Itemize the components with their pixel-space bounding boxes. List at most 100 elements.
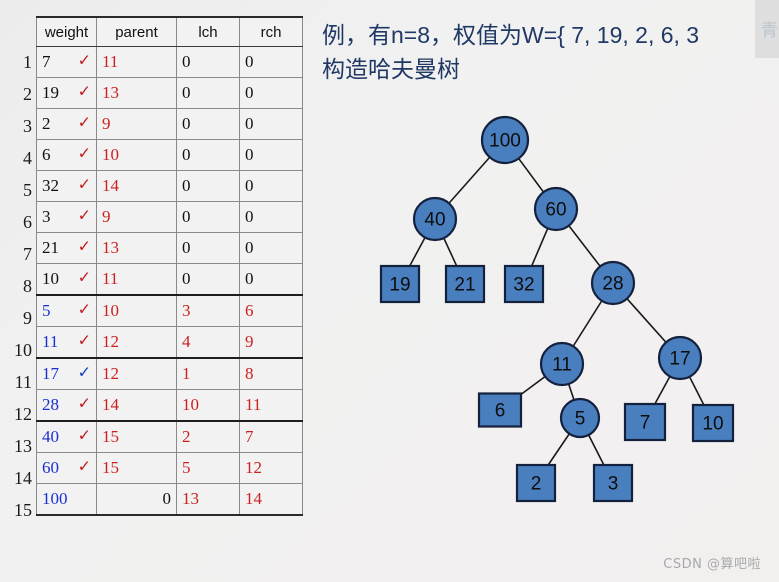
lch-value: 10 bbox=[182, 395, 199, 414]
cell-lch[interactable]: 4 bbox=[176, 326, 240, 359]
tree-node-label: 10 bbox=[702, 414, 723, 435]
cell-lch[interactable]: 3 bbox=[176, 294, 240, 327]
cell-weight[interactable]: 17✓ bbox=[36, 357, 97, 390]
tree-node[interactable]: 60 bbox=[533, 186, 579, 232]
cell-rch[interactable]: 7 bbox=[239, 420, 303, 453]
cell-parent[interactable]: 9 bbox=[96, 201, 177, 233]
cell-weight[interactable]: 5✓ bbox=[36, 294, 97, 327]
cell-parent[interactable]: 0 bbox=[96, 483, 177, 516]
cell-lch[interactable]: 1 bbox=[176, 357, 240, 390]
cell-lch[interactable]: 0 bbox=[176, 77, 240, 109]
cell-rch[interactable]: 0 bbox=[239, 170, 303, 202]
tree-node[interactable]: 3 bbox=[592, 463, 634, 503]
tree-node[interactable]: 32 bbox=[503, 264, 545, 304]
cell-parent[interactable]: 15 bbox=[96, 420, 177, 453]
cell-parent[interactable]: 14 bbox=[96, 389, 177, 422]
cell-parent[interactable]: 13 bbox=[96, 232, 177, 264]
cell-rch[interactable]: 0 bbox=[239, 108, 303, 140]
table-row[interactable]: 28✓14 10 11 bbox=[36, 389, 303, 422]
row-number: 4 bbox=[23, 148, 32, 168]
cell-parent[interactable]: 9 bbox=[96, 108, 177, 140]
tree-node-label: 2 bbox=[531, 474, 542, 495]
tree-node[interactable]: 21 bbox=[444, 264, 486, 304]
tree-node[interactable]: 7 bbox=[623, 402, 667, 442]
cell-weight[interactable]: 2✓ bbox=[36, 108, 97, 140]
cell-weight[interactable]: 100 bbox=[36, 483, 97, 516]
cell-lch[interactable]: 0 bbox=[176, 201, 240, 233]
cell-lch[interactable]: 2 bbox=[176, 420, 240, 453]
cell-lch[interactable]: 0 bbox=[176, 170, 240, 202]
tree-node[interactable]: 19 bbox=[379, 264, 421, 304]
rch-value: 0 bbox=[245, 83, 254, 102]
cell-parent[interactable]: 10 bbox=[96, 294, 177, 327]
cell-lch[interactable]: 5 bbox=[176, 452, 240, 484]
cell-rch[interactable]: 9 bbox=[239, 326, 303, 359]
cell-weight[interactable]: 7✓ bbox=[36, 46, 97, 78]
weight-value: 7 bbox=[42, 52, 51, 71]
cell-rch[interactable]: 6 bbox=[239, 294, 303, 327]
tree-node[interactable]: 28 bbox=[590, 260, 636, 306]
cell-parent[interactable]: 14 bbox=[96, 170, 177, 202]
cell-rch[interactable]: 0 bbox=[239, 263, 303, 296]
cell-rch[interactable]: 0 bbox=[239, 46, 303, 78]
cell-rch[interactable]: 8 bbox=[239, 357, 303, 390]
cell-lch[interactable]: 0 bbox=[176, 46, 240, 78]
cell-lch[interactable]: 0 bbox=[176, 263, 240, 296]
cell-parent[interactable]: 12 bbox=[96, 357, 177, 390]
cell-parent[interactable]: 15 bbox=[96, 452, 177, 484]
tree-node[interactable]: 2 bbox=[515, 463, 557, 503]
tree-node[interactable]: 10 bbox=[691, 403, 735, 443]
cell-lch[interactable]: 10 bbox=[176, 389, 240, 422]
cell-weight[interactable]: 6✓ bbox=[36, 139, 97, 171]
tree-node[interactable]: 40 bbox=[412, 196, 458, 242]
cell-weight[interactable]: 40✓ bbox=[36, 420, 97, 453]
cell-rch[interactable]: 0 bbox=[239, 77, 303, 109]
tree-node-label: 7 bbox=[640, 413, 651, 434]
cell-lch[interactable]: 0 bbox=[176, 108, 240, 140]
cell-rch[interactable]: 14 bbox=[239, 483, 303, 516]
tree-node[interactable]: 17 bbox=[657, 335, 703, 381]
tree-node[interactable]: 11 bbox=[539, 341, 585, 387]
cell-weight[interactable]: 11✓ bbox=[36, 326, 97, 359]
cell-rch[interactable]: 0 bbox=[239, 139, 303, 171]
lch-value: 0 bbox=[182, 269, 191, 288]
cell-weight[interactable]: 10✓ bbox=[36, 263, 97, 296]
cell-weight[interactable]: 32✓ bbox=[36, 170, 97, 202]
headline-line-1: 例，有n=8，权值为W={ 7, 19, 2, 6, 3 bbox=[322, 22, 700, 48]
cell-weight[interactable]: 60✓ bbox=[36, 452, 97, 484]
cell-lch[interactable]: 0 bbox=[176, 139, 240, 171]
cell-weight[interactable]: 3✓ bbox=[36, 201, 97, 233]
tree-node[interactable]: 100 bbox=[480, 115, 530, 165]
cell-weight[interactable]: 21✓ bbox=[36, 232, 97, 264]
cell-rch[interactable]: 0 bbox=[239, 201, 303, 233]
cell-lch[interactable]: 13 bbox=[176, 483, 240, 516]
cell-weight[interactable]: 19✓ bbox=[36, 77, 97, 109]
table-row[interactable]: 10✓11 0 0 bbox=[36, 263, 303, 296]
cell-parent[interactable]: 12 bbox=[96, 326, 177, 359]
cell-rch[interactable]: 12 bbox=[239, 452, 303, 484]
cell-rch[interactable]: 11 bbox=[239, 389, 303, 422]
parent-value: 10 bbox=[102, 145, 119, 164]
cell-parent[interactable]: 13 bbox=[96, 77, 177, 109]
cell-rch[interactable]: 0 bbox=[239, 232, 303, 264]
tree-node[interactable]: 5 bbox=[559, 397, 601, 439]
cell-weight[interactable]: 28✓ bbox=[36, 389, 97, 422]
cell-parent[interactable]: 11 bbox=[96, 263, 177, 296]
tree-node[interactable]: 6 bbox=[477, 392, 523, 428]
cell-parent[interactable]: 10 bbox=[96, 139, 177, 171]
cell-parent[interactable]: 11 bbox=[96, 46, 177, 78]
cell-lch[interactable]: 0 bbox=[176, 232, 240, 264]
